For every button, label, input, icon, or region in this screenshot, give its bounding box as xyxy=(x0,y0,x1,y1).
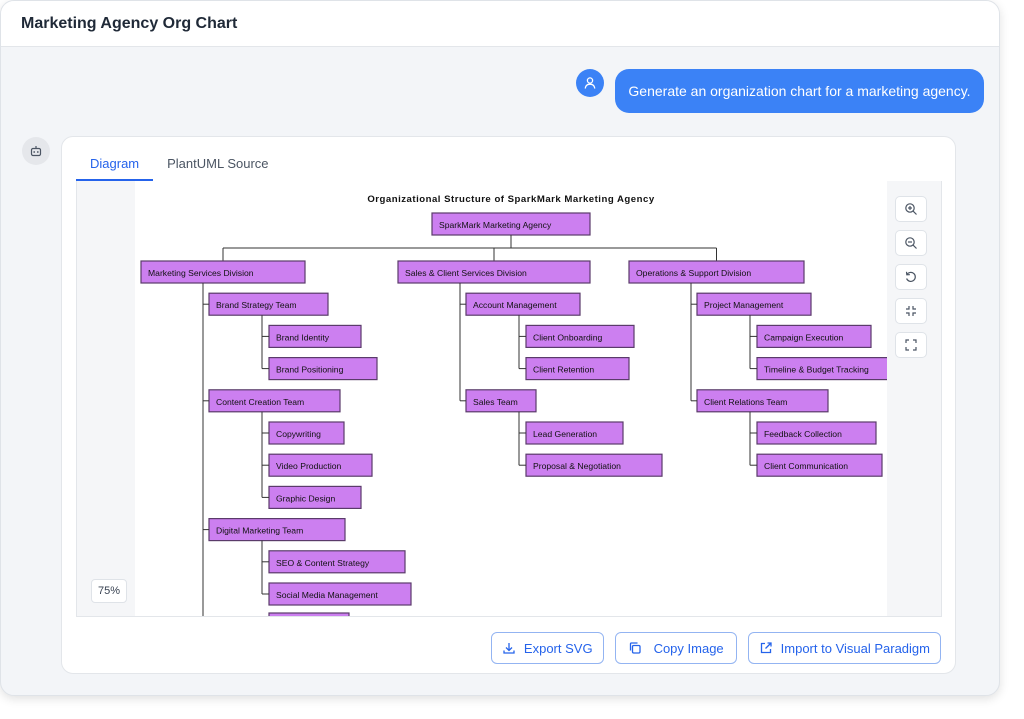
user-message-bubble: Generate an organization chart for a mar… xyxy=(615,69,984,113)
app-window: Marketing Agency Org Chart Generate an o… xyxy=(0,0,1000,696)
item-node-label: Client Retention xyxy=(533,365,594,375)
export-svg-button[interactable]: Export SVG xyxy=(490,632,604,664)
team-node-label: Sales Team xyxy=(473,397,518,407)
item-node-label: Client Communication xyxy=(764,461,848,471)
fit-icon xyxy=(906,306,916,316)
division-node-label: Marketing Services Division xyxy=(148,268,254,278)
copy-image-button[interactable]: Copy Image xyxy=(614,632,737,664)
team-node-label: Project Management xyxy=(704,300,784,310)
item-node-label: Graphic Design xyxy=(276,493,335,503)
team-node-label: Client Relations Team xyxy=(704,397,787,407)
clipped-node-box xyxy=(268,612,350,616)
item-node-label: Client Onboarding xyxy=(533,332,602,342)
page-title: Marketing Agency Org Chart xyxy=(21,14,238,32)
title-bar: Marketing Agency Org Chart xyxy=(1,1,999,47)
item-node-label: Campaign Execution xyxy=(764,332,844,342)
fullscreen-icon xyxy=(905,339,917,351)
diagram-viewport[interactable]: Organizational Structure of SparkMark Ma… xyxy=(76,181,942,617)
item-node-label: Feedback Collection xyxy=(764,429,842,439)
item-node-label: Video Production xyxy=(276,461,342,471)
fullscreen-button[interactable] xyxy=(895,332,927,358)
export-svg-label: Export SVG xyxy=(523,640,593,656)
item-node-label: Timeline & Budget Tracking xyxy=(764,365,869,375)
bot-avatar xyxy=(22,137,50,165)
diagram-canvas: Organizational Structure of SparkMark Ma… xyxy=(135,181,916,616)
tab-plantuml-source[interactable]: PlantUML Source xyxy=(167,156,269,171)
copy-image-label: Copy Image xyxy=(653,640,724,656)
team-node-label: Brand Strategy Team xyxy=(216,300,297,310)
root-node-label: SparkMark Marketing Agency xyxy=(439,220,552,230)
diagram-card: Diagram PlantUML Source Organizational S… xyxy=(61,136,956,674)
zoom-out-button[interactable] xyxy=(895,230,927,256)
team-node-label: Digital Marketing Team xyxy=(216,526,303,536)
zoom-in-button[interactable] xyxy=(895,196,927,222)
fit-to-screen-button[interactable] xyxy=(895,298,927,324)
zoom-controls xyxy=(895,196,927,358)
division-node-box xyxy=(397,260,591,284)
item-node-label: Social Media Management xyxy=(276,590,378,600)
division-node-label: Sales & Client Services Division xyxy=(405,268,527,278)
robot-icon xyxy=(30,146,42,157)
item-node-label: Brand Positioning xyxy=(276,365,344,375)
external-link-icon xyxy=(760,642,772,654)
user-avatar xyxy=(576,69,604,97)
team-node-label: Content Creation Team xyxy=(216,397,304,407)
copy-icon xyxy=(629,642,641,654)
diagram-title: Organizational Structure of SparkMark Ma… xyxy=(367,194,654,205)
item-node-label: Copywriting xyxy=(276,429,321,439)
action-bar: Export SVG Copy Image Import to Visual P… xyxy=(490,632,941,664)
import-visual-paradigm-label: Import to Visual Paradigm xyxy=(780,640,930,656)
item-node-label: Proposal & Negotiation xyxy=(533,461,621,471)
item-node-label: Brand Identity xyxy=(276,332,330,342)
team-node-label: Account Management xyxy=(473,300,557,310)
tab-bar: Diagram PlantUML Source xyxy=(76,147,942,182)
division-node-box xyxy=(628,260,805,284)
zoom-level-badge: 75% xyxy=(91,579,127,603)
zoom-in-icon xyxy=(905,203,917,215)
zoom-out-icon xyxy=(905,237,917,249)
import-visual-paradigm-button[interactable]: Import to Visual Paradigm xyxy=(747,632,941,664)
reset-icon xyxy=(905,271,916,282)
division-node-label: Operations & Support Division xyxy=(636,268,751,278)
user-icon xyxy=(584,77,596,89)
reset-view-button[interactable] xyxy=(895,264,927,290)
download-icon xyxy=(503,643,515,654)
tab-diagram[interactable]: Diagram xyxy=(76,147,154,181)
item-node-label: Lead Generation xyxy=(533,429,597,439)
item-node-label: SEO & Content Strategy xyxy=(276,558,370,568)
org-chart: Organizational Structure of SparkMark Ma… xyxy=(140,194,916,616)
division-node-box xyxy=(140,260,306,284)
